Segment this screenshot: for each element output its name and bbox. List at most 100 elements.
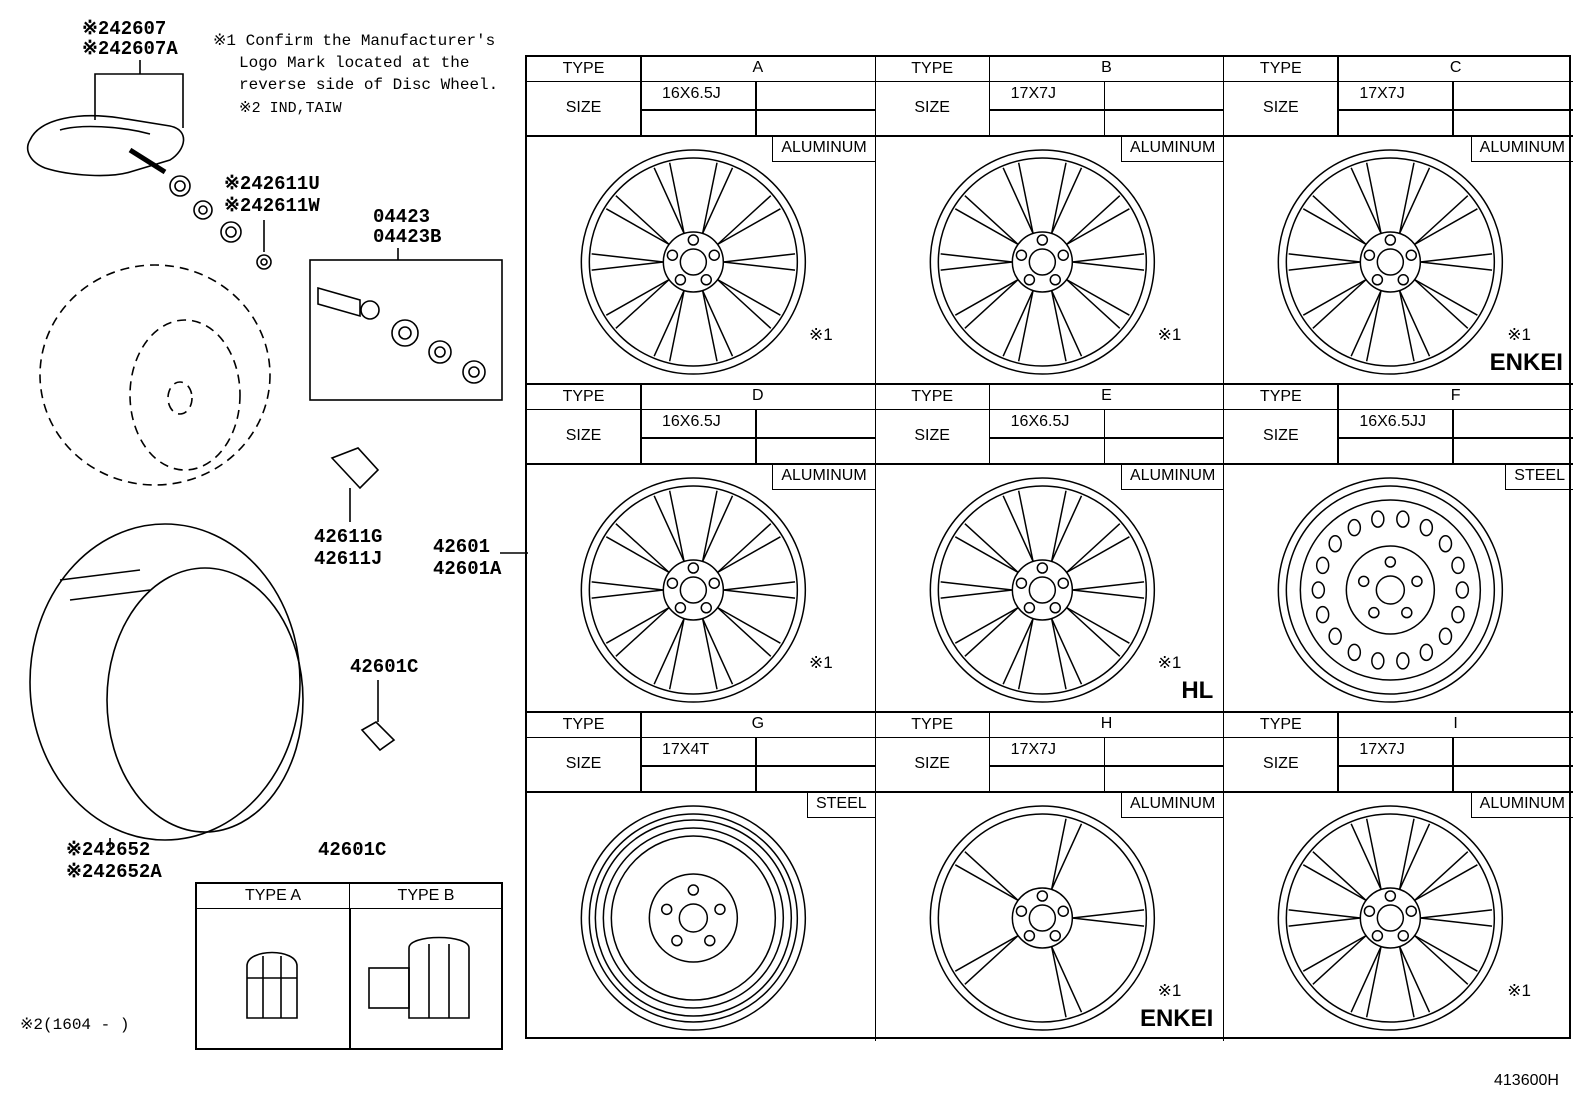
wheel-material: ALUMINUM	[1120, 791, 1224, 818]
wheel-cell-i[interactable]: TYPE SIZE I 17X7J ALUMINUM ※1	[1224, 713, 1573, 1041]
wheel-material: ALUMINUM	[772, 463, 875, 490]
wheel-cell-b[interactable]: TYPE SIZE B 17X7J ALUMINUM ※1	[875, 57, 1225, 385]
wheel-size-value: 16X6.5JJ	[1359, 413, 1427, 430]
wheel-type-value: I	[1453, 715, 1458, 732]
wheel-type-value: A	[752, 59, 764, 76]
type-label: TYPE	[911, 60, 954, 77]
size-label: SIZE	[1263, 755, 1299, 772]
part-number-valve-g[interactable]: 42611G	[314, 526, 383, 548]
nut-type-a-icon	[246, 951, 298, 1019]
wheel-type-value: F	[1450, 387, 1461, 404]
wheel-size-value: 16X6.5J	[662, 413, 721, 430]
note-1-line-1: ※1 Confirm the Manufacturer's	[213, 32, 496, 50]
wheel-spec-header: TYPE SIZE C 17X7J	[1224, 57, 1573, 137]
wheel-cell-d[interactable]: TYPE SIZE D 16X6.5J ALUMINUM ※1	[527, 385, 876, 713]
wheel-spec-header: TYPE SIZE A 16X6.5J	[527, 57, 875, 137]
wheel-size-value: 16X6.5J	[1010, 413, 1070, 430]
wheel-cell-c[interactable]: TYPE SIZE C 17X7J ALUMINUM ※1 ENKEI	[1224, 57, 1573, 385]
size-label: SIZE	[565, 755, 602, 772]
part-number-hub-nut-mid[interactable]: 42601C	[350, 656, 419, 678]
type-b-header: TYPE B	[349, 884, 502, 909]
wheel-cell-h[interactable]: TYPE SIZE H 17X7J ALUMINUM ※1 ENKEI	[875, 713, 1225, 1041]
nut-type-b-icon	[368, 936, 470, 1019]
part-number-wheel-b[interactable]: 42601A	[433, 558, 502, 580]
wheel-drawing-h	[929, 805, 1155, 1031]
wheel-type-value: B	[1101, 59, 1112, 76]
wheel-size-value: 17X4T	[662, 741, 710, 758]
size-label: SIZE	[565, 427, 602, 444]
note-2: ※2 IND,TAIW	[239, 100, 342, 117]
type-label: TYPE	[562, 388, 605, 405]
wheel-material: ALUMINUM	[1120, 463, 1224, 490]
size-label: SIZE	[565, 99, 602, 116]
manufacturer-mark-note: ※1	[1507, 981, 1531, 1000]
wheel-drawing-i	[1277, 805, 1504, 1031]
note-1-line-3: reverse side of Disc Wheel.	[239, 76, 499, 94]
wheel-type-value: C	[1449, 59, 1462, 76]
wheel-size-value: 16X6.5J	[662, 85, 721, 102]
part-number-tire-b[interactable]: ※242652A	[66, 861, 162, 883]
part-number-nut-u[interactable]: ※242611U	[224, 173, 320, 195]
manufacturer-mark-note: ※1	[1157, 653, 1182, 672]
wheel-spec-header: TYPE SIZE E 16X6.5J	[875, 385, 1224, 465]
type-label: TYPE	[911, 716, 954, 733]
wheel-drawing-g	[580, 805, 807, 1031]
manufacturer-mark-note: ※1	[808, 653, 833, 672]
part-number-valve-kit-b[interactable]: 04423B	[373, 226, 442, 248]
part-number-wheel-a[interactable]: 42601	[433, 536, 491, 558]
manufacturer-mark-note: ※1	[1507, 325, 1531, 344]
wheel-drawing-e	[929, 477, 1155, 703]
type-label: TYPE	[1259, 716, 1302, 733]
part-number-nut-w[interactable]: ※242611W	[224, 195, 320, 217]
part-number-sensor-a[interactable]: ※242607	[82, 18, 167, 40]
left-parts-illustration	[26, 60, 528, 848]
size-label: SIZE	[914, 99, 950, 116]
part-number-valve-j[interactable]: 42611J	[314, 548, 383, 570]
wheel-size-value: 17X7J	[1359, 85, 1405, 102]
wheel-material: STEEL	[806, 791, 875, 818]
wheel-type-value: H	[1100, 715, 1113, 732]
wheel-spec-header: TYPE SIZE D 16X6.5J	[527, 385, 875, 465]
wheel-cell-g[interactable]: TYPE SIZE G 17X4T STEEL	[527, 713, 876, 1041]
part-number-hub-nut-bottom[interactable]: 42601C	[318, 839, 387, 861]
size-label: SIZE	[1263, 99, 1299, 116]
wheel-material: ALUMINUM	[772, 135, 875, 162]
type-label: TYPE	[562, 716, 605, 733]
wheel-cell-a[interactable]: TYPE SIZE A 16X6.5J ALUMINUM ※1	[527, 57, 876, 385]
wheel-drawing-f	[1277, 477, 1504, 703]
wheel-cell-e[interactable]: TYPE SIZE E 16X6.5J ALUMINUM ※1 HL	[875, 385, 1225, 713]
wheel-spec-header: TYPE SIZE B 17X7J	[875, 57, 1224, 137]
wheel-size-value: 17X7J	[1359, 741, 1405, 758]
diagram-id: 413600H	[1494, 1072, 1559, 1089]
type-label: TYPE	[1259, 60, 1302, 77]
size-label: SIZE	[914, 755, 950, 772]
wheel-drawing-d	[580, 477, 807, 703]
part-number-valve-kit-a[interactable]: 04423	[373, 206, 431, 228]
manufacturer-logo: HL	[1181, 677, 1214, 704]
type-label: TYPE	[911, 388, 954, 405]
size-label: SIZE	[914, 427, 950, 444]
manufacturer-mark-note: ※1	[1157, 325, 1182, 344]
wheel-type-grid: TYPE SIZE A 16X6.5J ALUMINUM ※1 TYPE SIZ…	[525, 55, 1573, 1041]
wheel-drawing-a	[580, 149, 807, 375]
wheel-drawing-c	[1277, 149, 1504, 375]
size-label: SIZE	[1263, 427, 1299, 444]
date-range-note: ※2(1604 - )	[20, 1016, 130, 1034]
type-a-header: TYPE A	[197, 884, 349, 909]
manufacturer-logo: ENKEI	[1139, 1005, 1214, 1032]
hub-nut-type-table: TYPE A TYPE B	[195, 882, 503, 1050]
manufacturer-mark-note: ※1	[1157, 981, 1182, 1000]
wheel-spec-header: TYPE SIZE I 17X7J	[1224, 713, 1573, 793]
wheel-cell-f[interactable]: TYPE SIZE F 16X6.5JJ STEEL	[1224, 385, 1573, 713]
wheel-size-value: 17X7J	[1010, 85, 1057, 102]
manufacturer-logo: ENKEI	[1489, 349, 1563, 376]
type-label: TYPE	[1259, 388, 1302, 405]
wheel-spec-header: TYPE SIZE H 17X7J	[875, 713, 1224, 793]
note-1-line-2: Logo Mark located at the	[239, 54, 470, 72]
part-number-sensor-b[interactable]: ※242607A	[82, 38, 178, 60]
part-number-tire-a[interactable]: ※242652	[66, 839, 151, 861]
type-label: TYPE	[562, 60, 605, 77]
wheel-material: ALUMINUM	[1120, 135, 1224, 162]
wheel-material: ALUMINUM	[1470, 135, 1573, 162]
wheel-material: ALUMINUM	[1470, 791, 1573, 818]
